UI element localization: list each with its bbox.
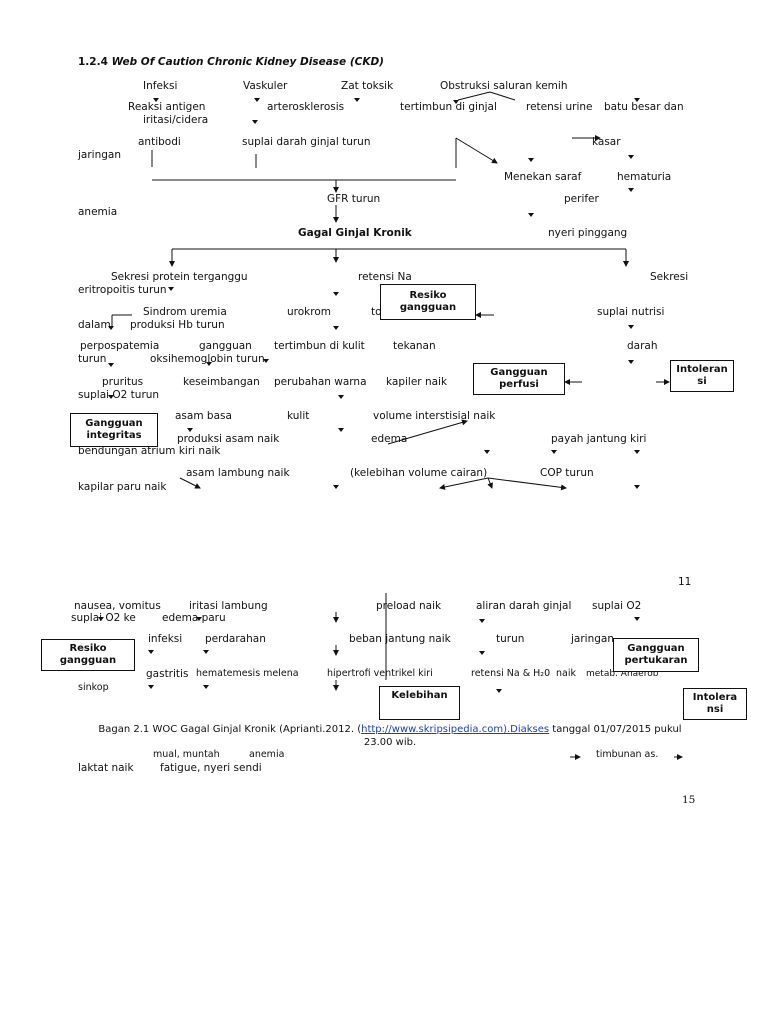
node-kapiler-naik: kapiler naik [386, 376, 448, 388]
node-hipertrofi: hipertrofi ventrikel kiri [327, 668, 433, 679]
node-to: to [371, 306, 382, 318]
node-hematuria: hematuria [617, 171, 672, 183]
node-sekresi: Sekresi [650, 271, 689, 283]
node-produksi-asam: produksi asam naik [177, 433, 280, 445]
box-intoleransi-2: Intolera nsi [683, 688, 747, 720]
node-suplai-nutrisi: suplai nutrisi [597, 306, 665, 318]
node-kelebihan-volume: (kelebihan volume cairan) [350, 467, 488, 479]
node-sinkop: sinkop [78, 682, 109, 693]
node-preload: preload naik [376, 600, 442, 612]
node-retensi-urine: retensi urine [526, 101, 593, 113]
node-edema: edema [371, 433, 408, 445]
node-edema-paru: edema paru [162, 612, 226, 624]
node-suplai-o2-2: suplai O2 [592, 600, 642, 612]
node-perubahan-warna: perubahan warna [274, 376, 367, 388]
node-antibodi: antibodi [138, 136, 181, 148]
node-zat-toksik: Zat toksik [341, 80, 394, 92]
section-title: Web Of Caution Chronic Kidney Disease (C… [111, 56, 384, 68]
node-iritasi-lambung: iritasi lambung [189, 600, 268, 612]
node-batu-besar: batu besar dan [604, 101, 684, 113]
node-turun: turun [78, 353, 107, 365]
node-vaskuler: Vaskuler [243, 80, 288, 92]
node-jaringan-2: jaringan [571, 633, 614, 645]
page-number: 15 [682, 794, 696, 806]
node-eritropoitis: eritropoitis turun [78, 284, 167, 296]
box-resiko-gangguan: Resiko gangguan [380, 284, 476, 320]
node-reaksi-antigen: Reaksi antigen [128, 101, 206, 113]
node-gfr-turun: GFR turun [327, 193, 381, 205]
section-number: 1.2.4 [78, 56, 108, 68]
caption-suffix: tanggal 01/07/2015 pukul [549, 724, 682, 735]
node-asam-basa: asam basa [175, 410, 232, 422]
node-tertimbun-kulit: tertimbun di kulit [274, 340, 365, 352]
section-heading: 1.2.4 Web Of Caution Chronic Kidney Dise… [78, 56, 384, 68]
box-gangguan-perfusi: Gangguan perfusi [473, 363, 565, 395]
node-anemia-2: anemia [249, 749, 285, 760]
box-intoleransi: Intoleran si [670, 360, 734, 392]
node-pruritus: pruritus [102, 376, 144, 388]
node-darah: darah [627, 340, 658, 352]
node-asam-lambung: asam lambung naik [186, 467, 290, 479]
node-gagal-ginjal: Gagal Ginjal Kronik [298, 227, 412, 239]
node-suplai-darah: suplai darah ginjal turun [242, 136, 371, 148]
node-menekan-saraf: Menekan saraf [504, 171, 582, 183]
node-gangguan: gangguan [199, 340, 252, 352]
node-mual-muntah: mual, muntah [153, 749, 220, 760]
node-produksi-hb: produksi Hb turun [130, 319, 225, 331]
node-suplai-o2-ke: suplai O2 ke [71, 612, 136, 624]
node-tekanan: tekanan [393, 340, 436, 352]
node-oksihemoglobin: oksihemoglobin turun [150, 353, 265, 365]
node-naik: naik [556, 668, 576, 679]
node-arterosklerosis: arterosklerosis [267, 101, 345, 113]
node-payah-jantung: payah jantung kiri [551, 433, 647, 445]
box-resiko-gangguan-2: Resiko gangguan [41, 639, 135, 671]
node-perdarahan: perdarahan [205, 633, 266, 645]
node-obstruksi: Obstruksi saluran kemih [440, 80, 568, 92]
node-aliran-darah: aliran darah ginjal [476, 600, 572, 612]
box-kelebihan: Kelebihan [379, 686, 460, 720]
node-dalam: dalam [78, 319, 111, 331]
node-perpospatemia: perpospatemia [80, 340, 160, 352]
node-cop-turun: COP turun [540, 467, 594, 479]
node-sindrom-uremia: Sindrom uremia [143, 306, 227, 318]
node-laktat-naik: laktat naik [78, 762, 134, 774]
node-turun-2: turun [496, 633, 525, 645]
node-bendungan-atrium: bendungan atrium kiri naik [78, 445, 221, 457]
caption-time: 23.00 wib. [363, 737, 417, 748]
node-infeksi: Infeksi [143, 80, 178, 92]
node-timbunan-as: timbunan as. [596, 749, 659, 760]
node-keseimbangan: keseimbangan [183, 376, 260, 388]
node-urokrom: urokrom [287, 306, 331, 318]
node-jaringan: jaringan [78, 149, 121, 161]
node-retensi-na: retensi Na [358, 271, 412, 283]
box-gangguan-pertukaran: Gangguan pertukaran [613, 638, 699, 672]
inner-page-number: 11 [678, 576, 692, 588]
node-beban-jantung: beban jantung naik [349, 633, 451, 645]
node-hematemesis: hematemesis melena [196, 668, 299, 679]
node-nausea: nausea, vomitus [74, 600, 161, 612]
node-kulit: kulit [287, 410, 310, 422]
node-tertimbun-ginjal: tertimbun di ginjal [400, 101, 497, 113]
caption-link[interactable]: http://www.skripsipedia.com).Diakses [361, 724, 550, 735]
node-gastritis: gastritis [146, 668, 189, 680]
node-kapiler-paru: kapilar paru naik [78, 481, 167, 493]
node-infeksi-2: infeksi [148, 633, 183, 645]
caption-prefix: Bagan 2.1 WOC Gagal Ginjal Kronik (Apria… [98, 724, 362, 735]
node-retensi-na-h2o: retensi Na & H₂0 [471, 668, 551, 679]
node-volume-interstisial: volume interstisial naik [373, 410, 496, 422]
node-suplai-o2: suplai O2 turun [78, 389, 160, 401]
node-sekresi-protein: Sekresi protein terganggu [111, 271, 248, 283]
figure-caption: Bagan 2.1 WOC Gagal Ginjal Kronik (Apria… [70, 723, 710, 749]
node-iritasi-cidera: iritasi/cidera [143, 114, 209, 126]
box-gangguan-integritas: Gangguan integritas [70, 413, 158, 447]
node-anemia: anemia [78, 206, 118, 218]
node-fatigue: fatigue, nyeri sendi [160, 762, 262, 774]
node-perifer: perifer [564, 193, 599, 205]
node-metab-anaerob: metab. Anaerob [586, 669, 659, 679]
node-nyeri-pinggang: nyeri pinggang [548, 227, 628, 239]
